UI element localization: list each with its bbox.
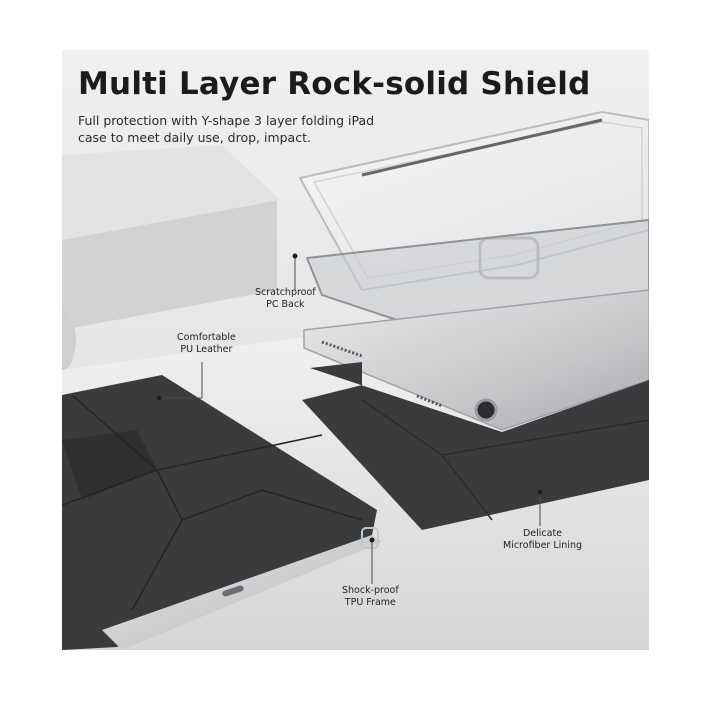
callout-label: Scratchproof: [255, 287, 316, 298]
callout-label: TPU Frame: [344, 597, 396, 608]
product-banner: Multi Layer Rock-solid Shield Full prote…: [62, 50, 649, 650]
callout-label: Shock-proof: [342, 585, 399, 596]
product-illustration: [62, 110, 649, 650]
subtitle-line: Full protection with Y-shape 3 layer fol…: [78, 113, 375, 128]
callout-label: PU Leather: [180, 344, 233, 355]
tablet-device: [303, 289, 649, 431]
cover-right: [302, 362, 649, 530]
page-title: Multi Layer Rock-solid Shield: [78, 66, 591, 102]
callout-scratchproof: Scratchproof PC Back: [255, 287, 316, 311]
callout-leather: Comfortable PU Leather: [177, 332, 236, 356]
callout-label: PC Back: [266, 299, 305, 310]
callout-lines: [159, 256, 541, 584]
cover-left: [62, 375, 382, 650]
callout-label: Comfortable: [177, 332, 236, 343]
callout-tpu: Shock-proof TPU Frame: [342, 585, 399, 609]
dot-leather: [156, 395, 162, 401]
callout-microfiber: Delicate Microfiber Lining: [503, 528, 582, 552]
dot-microfiber: [537, 489, 543, 495]
subtitle: Full protection with Y-shape 3 layer fol…: [78, 112, 378, 146]
callout-label: Microfiber Lining: [503, 540, 582, 551]
dot-tpu: [369, 537, 375, 543]
subtitle-line: case to meet daily use, drop, impact.: [78, 130, 311, 145]
callout-dots: [156, 253, 543, 543]
dot-scratchproof: [292, 253, 298, 259]
callout-label: Delicate: [522, 528, 563, 539]
